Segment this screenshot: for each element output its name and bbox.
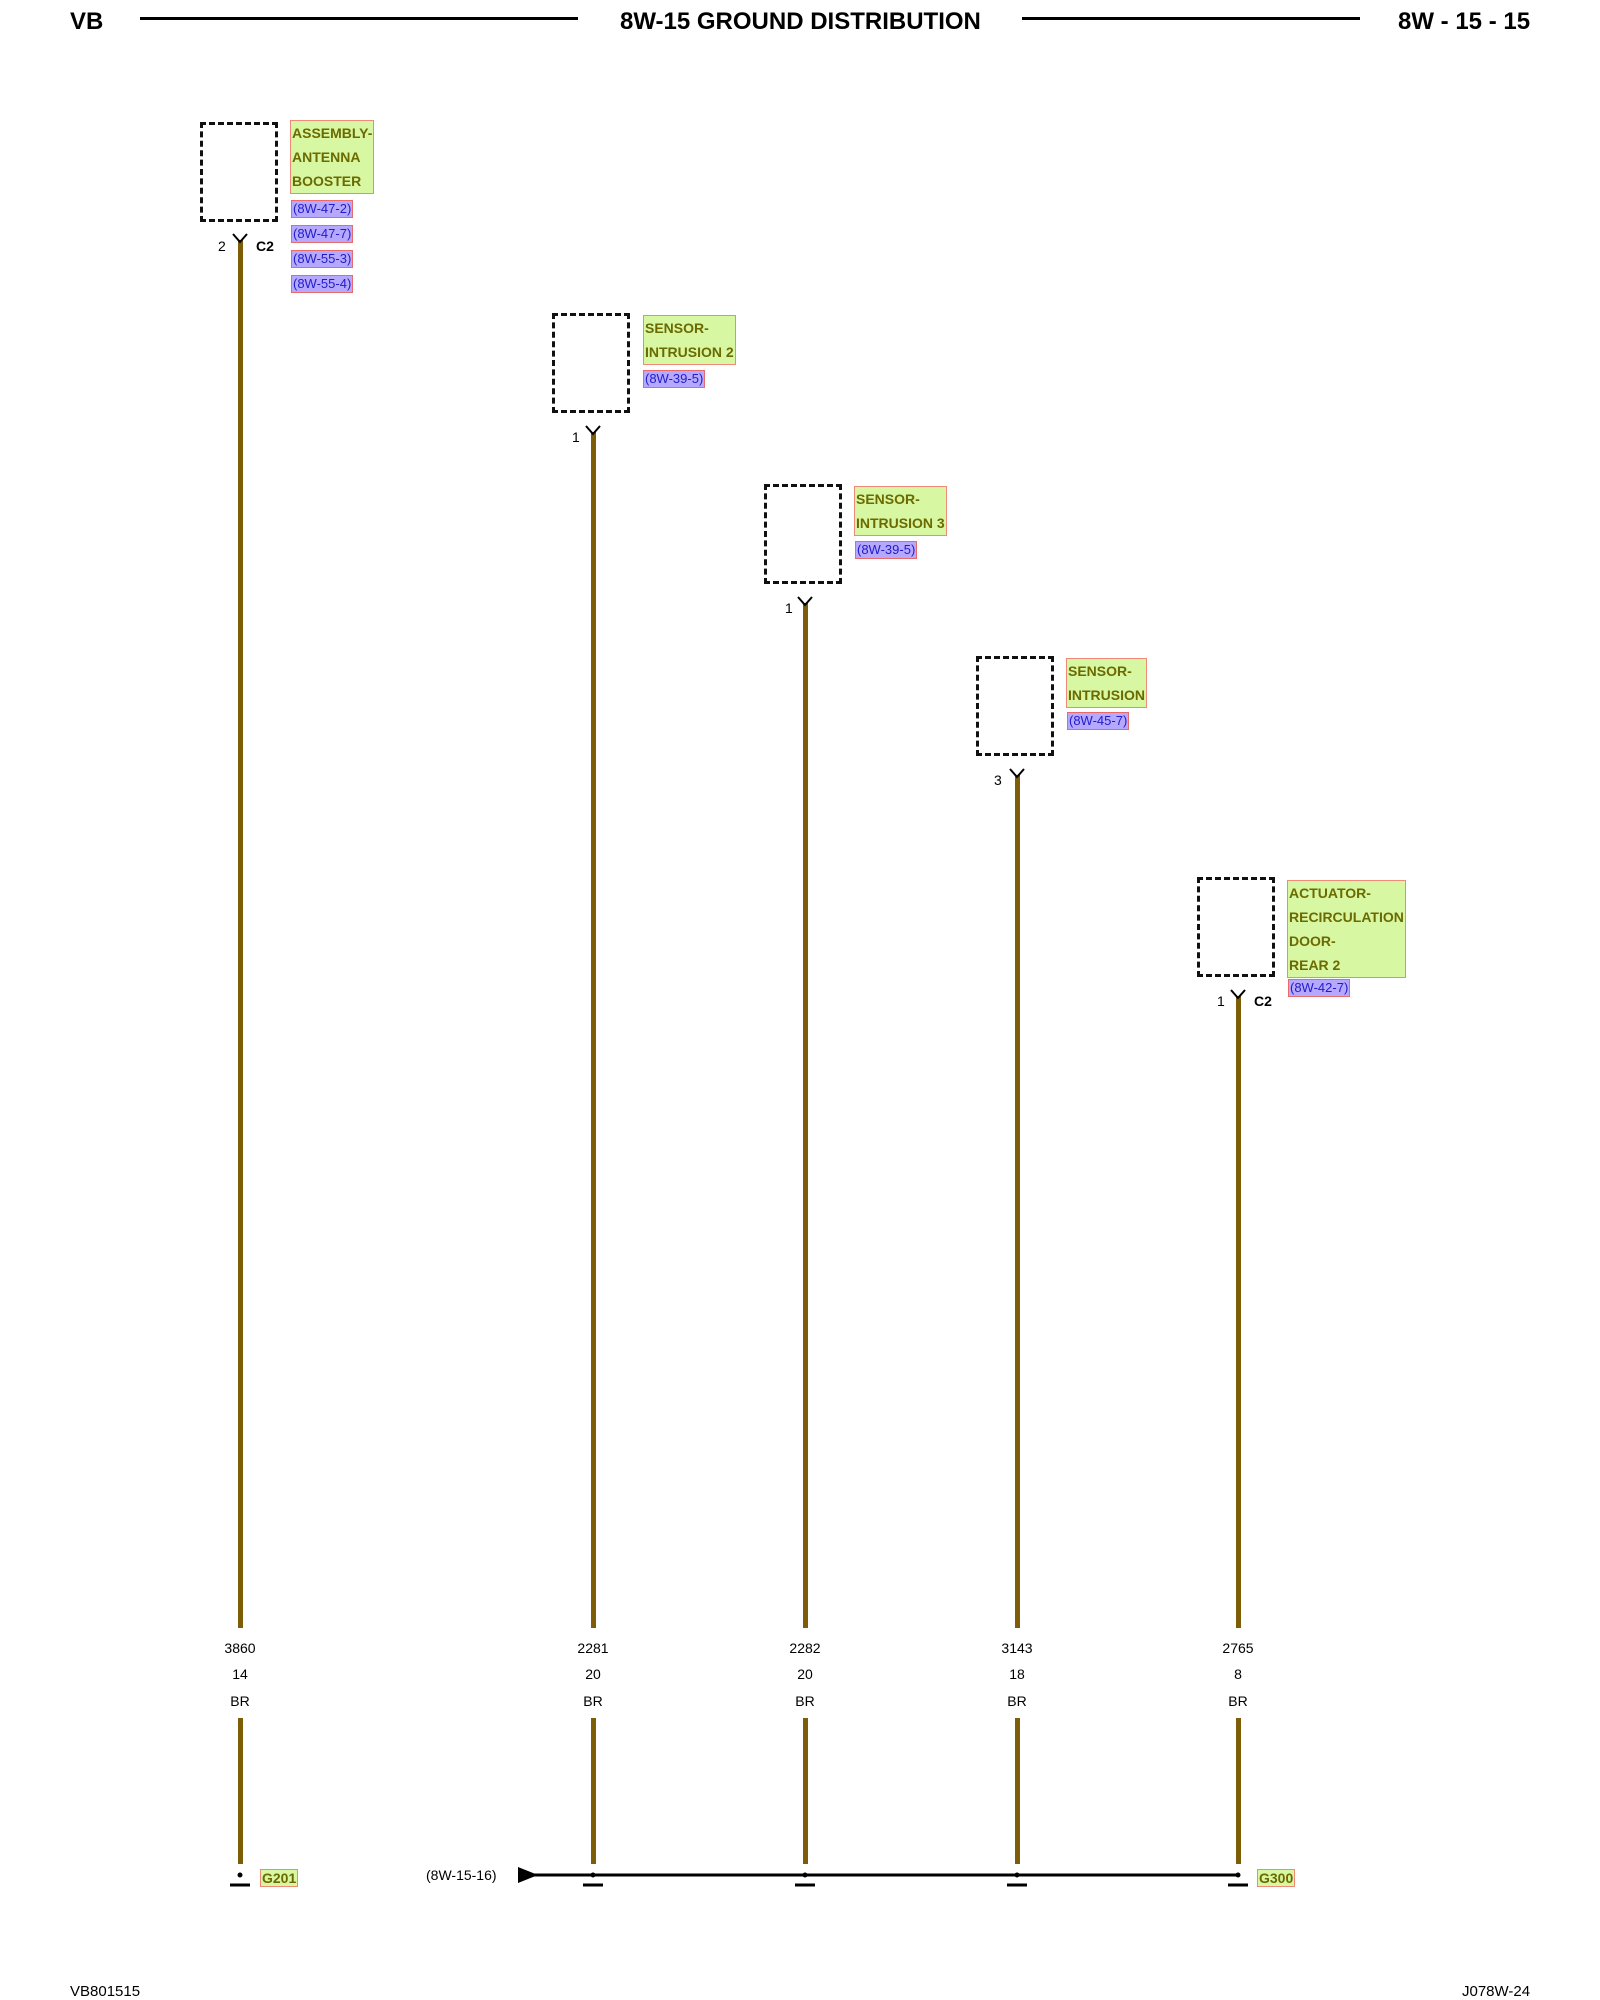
wire-number: 3860 bbox=[224, 1640, 256, 1656]
component-box-actuator-recirculation bbox=[1197, 877, 1275, 977]
wire-number: 2765 bbox=[1222, 1640, 1254, 1656]
ground-label-g300: G300 bbox=[1257, 1869, 1296, 1887]
pin-number: 1 bbox=[785, 600, 793, 616]
wire-color: BR bbox=[583, 1693, 603, 1709]
wire-gauge: 14 bbox=[232, 1666, 248, 1682]
wire-gauge: 20 bbox=[797, 1666, 813, 1682]
page-number: 8W - 15 - 15 bbox=[1398, 8, 1531, 35]
component-name-line: BOOSTER bbox=[292, 173, 362, 189]
component-box-sensor-intrusion-3 bbox=[764, 484, 842, 584]
ref-link[interactable]: (8W-42-7) bbox=[1288, 979, 1351, 997]
pin-number: 1 bbox=[572, 429, 580, 445]
component-name-line: INTRUSION 2 bbox=[645, 344, 734, 360]
wire-color: BR bbox=[230, 1693, 250, 1709]
terminal-fork-icon bbox=[232, 233, 248, 244]
ref-link[interactable]: (8W-39-5) bbox=[855, 541, 918, 559]
ref-link[interactable]: (8W-45-7) bbox=[1067, 712, 1130, 730]
terminal-fork-icon bbox=[797, 596, 813, 607]
footer-left: VB801515 bbox=[70, 1983, 141, 2000]
component-box-sensor-intrusion bbox=[976, 656, 1054, 756]
wire-gauge: 18 bbox=[1009, 1666, 1025, 1682]
wire-2765-lower bbox=[1236, 1718, 1241, 1864]
component-name-line: ASSEMBLY- bbox=[292, 125, 373, 141]
wire-gauge: 8 bbox=[1234, 1666, 1242, 1682]
component-name-line: ACTUATOR- bbox=[1289, 885, 1371, 901]
ground-label-g201: G201 bbox=[260, 1869, 299, 1887]
wire-2281-upper bbox=[591, 432, 596, 1628]
ground-symbol-icon bbox=[1007, 1872, 1027, 1887]
wire-color: BR bbox=[795, 1693, 815, 1709]
wire-2765-upper bbox=[1236, 996, 1241, 1628]
connector-id: C2 bbox=[1254, 993, 1272, 1009]
component-name-line: INTRUSION 3 bbox=[856, 515, 945, 531]
bus-arrow-icon bbox=[518, 1867, 538, 1883]
component-name-line: RECIRCULATION bbox=[1289, 909, 1404, 925]
bus-cross-reference[interactable]: (8W-15-16) bbox=[426, 1867, 497, 1883]
component-label-sensor-intrusion-3: SENSOR- INTRUSION 3 bbox=[854, 486, 947, 536]
header-left: VB bbox=[70, 8, 104, 35]
ref-link[interactable]: (8W-55-3) bbox=[291, 250, 354, 268]
component-name-line: INTRUSION bbox=[1068, 687, 1145, 703]
ground-symbol-icon bbox=[795, 1872, 815, 1887]
ref-link[interactable]: (8W-55-4) bbox=[291, 275, 354, 293]
component-name-line: SENSOR- bbox=[1068, 663, 1132, 679]
ground-symbol-icon bbox=[583, 1872, 603, 1887]
component-label-actuator-recirculation: ACTUATOR- RECIRCULATION DOOR- REAR 2 bbox=[1287, 880, 1406, 978]
footer-right: J078W-24 bbox=[1462, 1983, 1531, 2000]
component-name-line: DOOR- bbox=[1289, 933, 1336, 949]
component-label-sensor-intrusion: SENSOR- INTRUSION bbox=[1066, 658, 1147, 708]
ref-link[interactable]: (8W-39-5) bbox=[643, 370, 706, 388]
component-name-line: SENSOR- bbox=[645, 320, 709, 336]
wire-color: BR bbox=[1228, 1693, 1248, 1709]
ground-symbol-icon bbox=[1228, 1872, 1248, 1887]
pin-number: 3 bbox=[994, 772, 1002, 788]
connector-id: C2 bbox=[256, 238, 274, 254]
wire-number: 2282 bbox=[789, 1640, 821, 1656]
component-name-line: ANTENNA bbox=[292, 149, 361, 165]
terminal-fork-icon bbox=[1009, 768, 1025, 779]
ref-link[interactable]: (8W-47-7) bbox=[291, 225, 354, 243]
wire-gauge: 20 bbox=[585, 1666, 601, 1682]
ref-link[interactable]: (8W-47-2) bbox=[291, 200, 354, 218]
ground-symbol-icon bbox=[230, 1872, 250, 1887]
page-title: 8W-15 GROUND DISTRIBUTION bbox=[620, 8, 981, 35]
header-rule-right bbox=[1022, 17, 1360, 20]
component-label-antenna-booster: ASSEMBLY- ANTENNA BOOSTER bbox=[290, 120, 375, 194]
wire-3143-lower bbox=[1015, 1718, 1020, 1864]
wire-3860-upper bbox=[238, 240, 243, 1628]
terminal-fork-icon bbox=[585, 425, 601, 436]
wire-2281-lower bbox=[591, 1718, 596, 1864]
wire-2282-lower bbox=[803, 1718, 808, 1864]
component-label-sensor-intrusion-2: SENSOR- INTRUSION 2 bbox=[643, 315, 736, 365]
component-box-sensor-intrusion-2 bbox=[552, 313, 630, 413]
wire-number: 3143 bbox=[1001, 1640, 1033, 1656]
wire-3143-upper bbox=[1015, 775, 1020, 1628]
wire-3860-lower bbox=[238, 1718, 243, 1864]
component-name-line: REAR 2 bbox=[1289, 957, 1341, 973]
pin-number: 2 bbox=[218, 238, 226, 254]
header-rule-left bbox=[140, 17, 578, 20]
wire-number: 2281 bbox=[577, 1640, 609, 1656]
wire-2282-upper bbox=[803, 603, 808, 1628]
wire-color: BR bbox=[1007, 1693, 1027, 1709]
terminal-fork-icon bbox=[1230, 989, 1246, 1000]
component-name-line: SENSOR- bbox=[856, 491, 920, 507]
pin-number: 1 bbox=[1217, 993, 1225, 1009]
component-box-antenna-booster bbox=[200, 122, 278, 222]
